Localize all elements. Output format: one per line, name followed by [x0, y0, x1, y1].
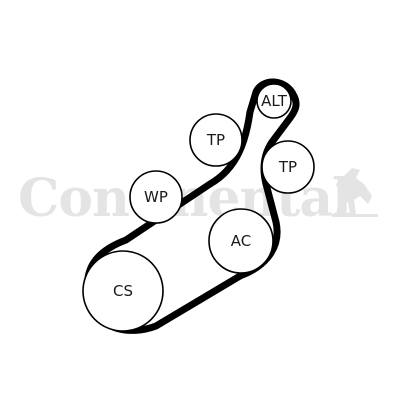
pulley-ac-label: AC: [231, 232, 251, 250]
pulley-wp-label: WP: [144, 188, 168, 206]
rearing-horse-icon: [332, 168, 378, 217]
pulley-tp-top-label: TP: [206, 131, 225, 149]
pulley-tp-top: TP: [189, 113, 243, 167]
pulley-alt: ALT: [256, 83, 292, 119]
pulley-wp: WP: [129, 170, 183, 224]
pulley-alt-label: ALT: [261, 92, 288, 110]
pulley-ac: AC: [208, 208, 274, 274]
pulley-cs-label: CS: [113, 282, 133, 300]
pulley-tp-right: TP: [261, 140, 315, 194]
pulley-tp-right-label: TP: [278, 158, 297, 176]
drive-belt: [83, 78, 300, 334]
brand-watermark: Continental: [18, 168, 378, 229]
pulley-cs: CS: [82, 250, 164, 332]
